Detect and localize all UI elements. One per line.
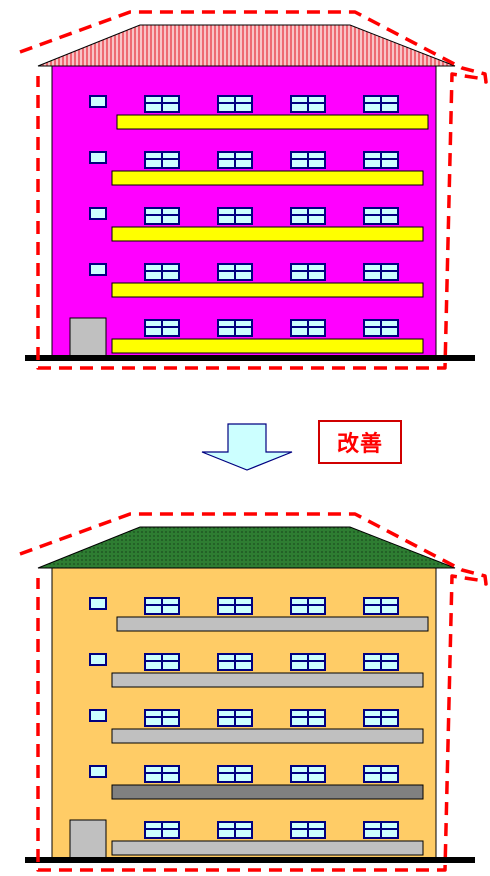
dashed-outline: [19, 10, 488, 370]
balcony: [111, 170, 424, 186]
building-before: [19, 10, 488, 370]
ground-line: [25, 355, 475, 361]
arrow-shape: [201, 423, 293, 471]
small-window: [89, 207, 107, 220]
roof: [37, 24, 456, 67]
small-window: [89, 597, 107, 610]
door: [69, 819, 107, 861]
down-arrow-icon: [201, 423, 293, 471]
door: [69, 317, 107, 359]
balcony: [111, 226, 424, 242]
balcony: [111, 338, 424, 354]
dashed-outline: [19, 512, 488, 872]
small-window: [89, 653, 107, 666]
small-window: [89, 151, 107, 164]
balcony: [111, 282, 424, 298]
ground-line: [25, 857, 475, 863]
balcony: [111, 672, 424, 688]
small-window: [89, 263, 107, 276]
balcony: [111, 784, 424, 800]
balcony: [116, 616, 429, 632]
small-window: [89, 765, 107, 778]
small-window: [89, 95, 107, 108]
improvement-label-box: 改善: [318, 420, 402, 464]
balcony: [111, 728, 424, 744]
building-after: [19, 512, 488, 872]
roof: [37, 526, 456, 569]
balcony: [111, 840, 424, 856]
small-window: [89, 709, 107, 722]
improvement-label: 改善: [336, 432, 383, 457]
balcony: [116, 114, 429, 130]
